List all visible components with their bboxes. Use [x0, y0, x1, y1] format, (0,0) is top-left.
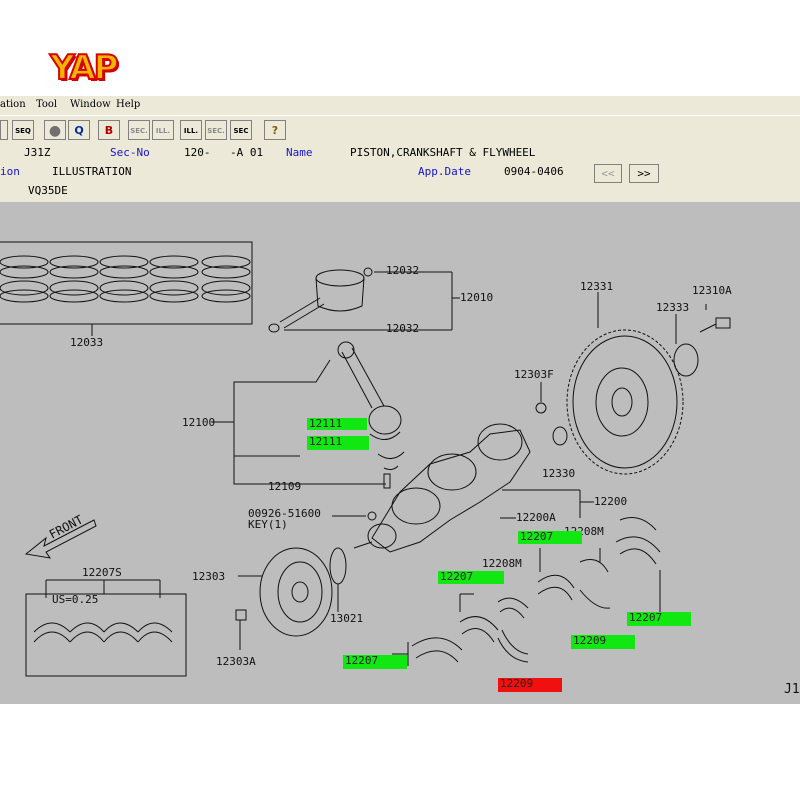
seq-button[interactable]: SEQ [12, 120, 34, 140]
highlight-12207-middle[interactable]: 12207 [438, 571, 504, 584]
toolbar: SEQ ● Q B SEC. ILL. ILL. SEC. SEC ? [0, 115, 800, 146]
parts-illustration: 12033 12032 12010 12032 12331 12310A 123… [0, 202, 800, 704]
part-label-12310a: 12310A [692, 284, 732, 297]
highlight-12207-right[interactable]: 12207 [627, 612, 691, 626]
part-label-12333: 12333 [656, 301, 690, 314]
menu-information[interactable]: ation [0, 99, 26, 110]
info-button[interactable]: ? [264, 120, 286, 140]
highlight-12111-upper[interactable]: 12111 [307, 418, 367, 430]
menu-help[interactable]: Help [116, 99, 141, 110]
part-label-12207s: 12207S [82, 566, 122, 579]
sec-no-label: Sec-No [110, 146, 150, 159]
part-label-key-number: 00926-51600 [248, 507, 321, 520]
highlight-12111-lower[interactable]: 12111 [307, 436, 369, 450]
parts-drawing [0, 241, 731, 677]
part-label-12303a: 12303A [216, 655, 256, 668]
next-sec-disabled-button[interactable]: SEC. [205, 120, 227, 140]
prev-page-button[interactable]: << [594, 164, 622, 183]
part-label-12100: 12100 [182, 416, 216, 429]
illustration-value: ILLUSTRATION [52, 165, 132, 178]
app-date-value: 0904-0406 [504, 165, 564, 178]
part-label-12010: 12010 [460, 291, 494, 304]
name-label: Name [286, 146, 313, 159]
prev-ill-button[interactable]: ILL. [152, 120, 174, 140]
search-button[interactable]: Q [68, 120, 90, 140]
sec-sub-value: -A 01 [230, 146, 264, 159]
name-value: PISTON,CRANKSHAFT & FLYWHEEL [350, 146, 536, 159]
part-label-12200: 12200 [594, 495, 628, 508]
next-ill-button[interactable]: ILL. [180, 120, 202, 140]
illustration-label: ion [0, 165, 20, 178]
part-label-12330: 12330 [542, 467, 576, 480]
part-label-12331: 12331 [580, 280, 614, 293]
part-label-13021: 13021 [330, 612, 364, 625]
part-label-12208m-left: 12208M [482, 557, 522, 570]
highlight-12209-red[interactable]: 12209 [498, 678, 562, 692]
next-sec-button[interactable]: SEC [230, 120, 252, 140]
engine-code: VQ35DE [28, 184, 68, 197]
yap-logo: YAP [49, 47, 120, 89]
figure-code: J1 [784, 682, 800, 697]
part-label-12033: 12033 [70, 336, 104, 349]
part-label-key-name: KEY(1) [248, 518, 288, 531]
menu-tool[interactable]: Tool [36, 99, 58, 110]
info-panel: J31Z Sec-No 120- -A 01 Name PISTON,CRANK… [0, 144, 800, 202]
highlight-12209-green[interactable]: 12209 [571, 635, 635, 649]
model-code: J31Z [24, 146, 51, 159]
part-label-12109: 12109 [268, 480, 302, 493]
prev-sec-button[interactable]: SEC. [128, 120, 150, 140]
part-label-12303f: 12303F [514, 368, 554, 381]
stop-button[interactable]: ● [44, 120, 66, 140]
part-label-12200a: 12200A [516, 511, 556, 524]
next-page-button[interactable]: >> [629, 164, 659, 183]
part-label-12303: 12303 [192, 570, 226, 583]
undersize-label: US=0.25 [52, 593, 99, 606]
menu-bar: ation Tool Window Help [0, 96, 800, 115]
book-button[interactable]: B [98, 120, 120, 140]
part-label-12032-bottom: 12032 [386, 322, 420, 335]
part-label-12032-top: 12032 [386, 264, 420, 277]
highlight-12207-upper-right[interactable]: 12207 [518, 531, 582, 544]
sec-no-value: 120- [184, 146, 211, 159]
highlight-12207-left[interactable]: 12207 [343, 655, 407, 669]
toolbar-edge-button[interactable] [0, 120, 8, 140]
menu-window[interactable]: Window [70, 99, 111, 110]
app-date-label: App.Date [418, 165, 471, 178]
